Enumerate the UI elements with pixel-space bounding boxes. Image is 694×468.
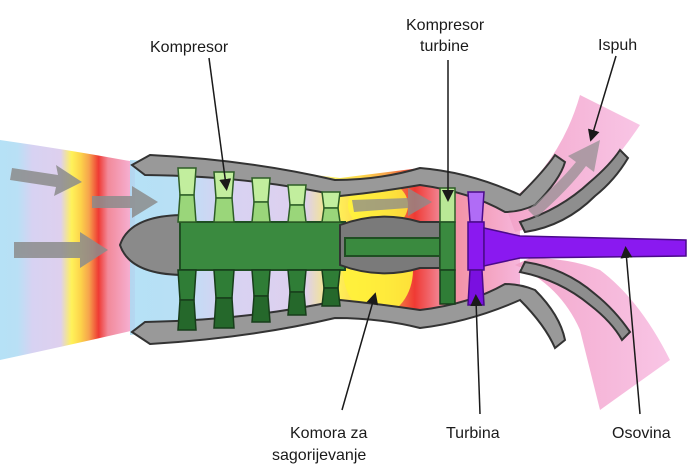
turbine-leader [476, 300, 480, 414]
label-turbine-compressor-line1: Kompresor [406, 17, 485, 34]
turbine-blades [468, 192, 484, 305]
inner-shaft-section [345, 238, 440, 256]
compressor-drum [180, 222, 345, 270]
label-combustion-line1: Komora za [290, 425, 367, 442]
label-shaft: Osovina [612, 425, 671, 442]
label-combustion-line2: sagorijevanje [272, 447, 366, 464]
turbine-compressor-blades [440, 188, 455, 304]
label-turbine-compressor-line2: turbine [420, 38, 469, 55]
label-compressor: Kompresor [150, 39, 229, 56]
label-exhaust: Ispuh [598, 37, 637, 54]
exhaust-plume-lower [515, 258, 670, 410]
label-turbine: Turbina [446, 425, 500, 442]
